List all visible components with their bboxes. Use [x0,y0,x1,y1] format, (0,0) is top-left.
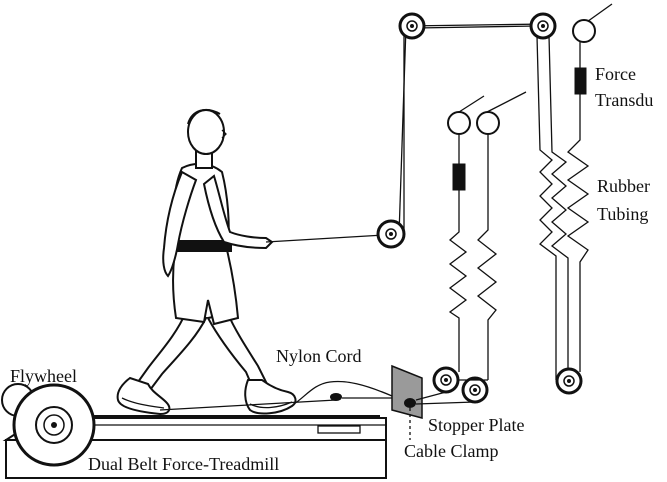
back-arm [162,170,198,278]
back-leg [136,310,208,392]
rubber-tubing-far-right [566,94,590,372]
label-rubber-tubing-1: Rubber [597,176,650,196]
rubber-tubing-right-a [536,35,557,380]
stopper-assembly [159,364,488,440]
walking-person [116,108,385,416]
cable-clamp-knot [404,398,416,408]
pulley-system [376,3,613,404]
label-treadmill: Dual Belt Force-Treadmill [88,454,279,474]
pulley-top-right [529,12,557,40]
front-shoe [244,379,297,415]
pulley-bottom-mid-left [432,366,460,394]
rubber-tubing-right-b [548,35,569,380]
waist-belt [174,240,232,252]
pulley-far-right [572,19,596,43]
rubber-tubing-mid-b [476,134,498,380]
label-stopper-plate: Stopper Plate [428,415,525,435]
label-force-transducer-2: Transdu [595,90,653,110]
rubber-tubing-mid-a [448,190,468,372]
treadmill-slot [317,425,361,434]
waist-cord [265,234,385,243]
pulley-bottom-mid-right [461,376,489,404]
pulley-bottom-right [555,367,583,395]
pulley-mid-right [476,111,500,135]
label-force-transducer-1: Force [595,64,636,84]
pulley-mid-left [447,111,471,135]
head [187,109,225,155]
force-transducer-mid [452,163,466,191]
front-leg [206,312,268,388]
pulley-waist [376,219,406,249]
label-cable-clamp: Cable Clamp [404,441,498,461]
treadmill [2,415,387,479]
back-shoe [116,376,171,416]
flywheel-hub [51,422,57,428]
label-rubber-tubing-2: Tubing [597,204,648,224]
label-nylon-cord: Nylon Cord [276,346,362,366]
front-arm [202,174,274,250]
shorts [172,242,240,326]
pulley-top-left [398,12,426,40]
cord-knot [330,393,342,401]
label-flywheel: Flywheel [10,366,77,386]
nylon-cord [293,380,393,405]
flywheel [1,383,96,467]
force-transducer-right [574,67,587,95]
stopper-plate [391,364,423,419]
